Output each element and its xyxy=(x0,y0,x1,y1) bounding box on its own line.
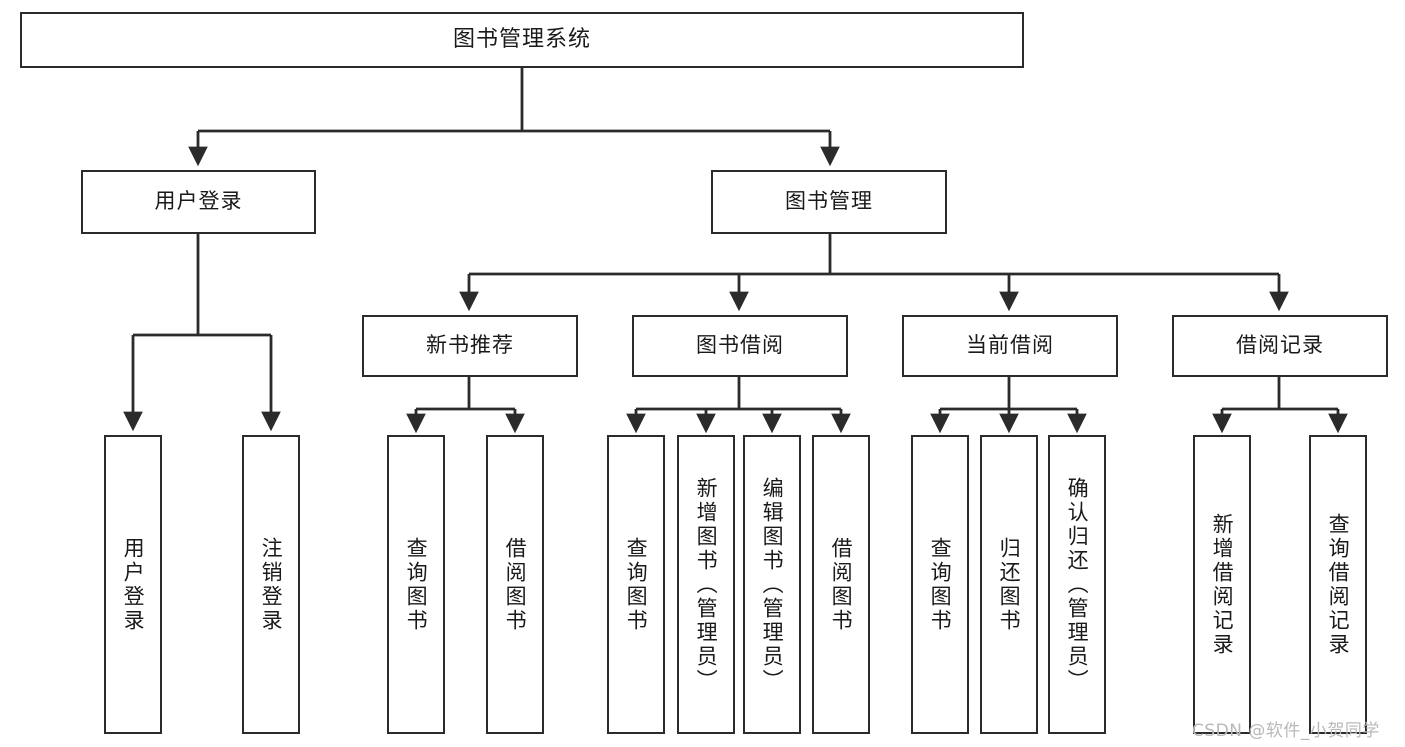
node-book-manage[interactable]: 图书管理 xyxy=(711,170,947,234)
leaf-book-borrow-2[interactable]: 编辑图书（管理员） xyxy=(743,435,801,734)
leaf-book-borrow-0[interactable]: 查询图书 xyxy=(607,435,665,734)
leaf-user-login-0[interactable]: 用户登录 xyxy=(104,435,162,734)
leaf-current-borrow-2[interactable]: 确认归还（管理员） xyxy=(1048,435,1106,734)
leaf-new-book-recommend-1[interactable]: 借阅图书 xyxy=(486,435,544,734)
node-borrow-record[interactable]: 借阅记录 xyxy=(1172,315,1388,377)
leaf-borrow-record-1[interactable]: 查询借阅记录 xyxy=(1309,435,1367,734)
leaf-user-login-1[interactable]: 注销登录 xyxy=(242,435,300,734)
leaf-borrow-record-0[interactable]: 新增借阅记录 xyxy=(1193,435,1251,734)
node-book-borrow[interactable]: 图书借阅 xyxy=(632,315,848,377)
leaf-current-borrow-0[interactable]: 查询图书 xyxy=(911,435,969,734)
leaf-book-borrow-1[interactable]: 新增图书（管理员） xyxy=(677,435,735,734)
node-current-borrow[interactable]: 当前借阅 xyxy=(902,315,1118,377)
node-new-book-recommend[interactable]: 新书推荐 xyxy=(362,315,578,377)
node-root[interactable]: 图书管理系统 xyxy=(20,12,1024,68)
leaf-current-borrow-1[interactable]: 归还图书 xyxy=(980,435,1038,734)
leaf-new-book-recommend-0[interactable]: 查询图书 xyxy=(387,435,445,734)
leaf-book-borrow-3[interactable]: 借阅图书 xyxy=(812,435,870,734)
node-user-login[interactable]: 用户登录 xyxy=(81,170,316,234)
